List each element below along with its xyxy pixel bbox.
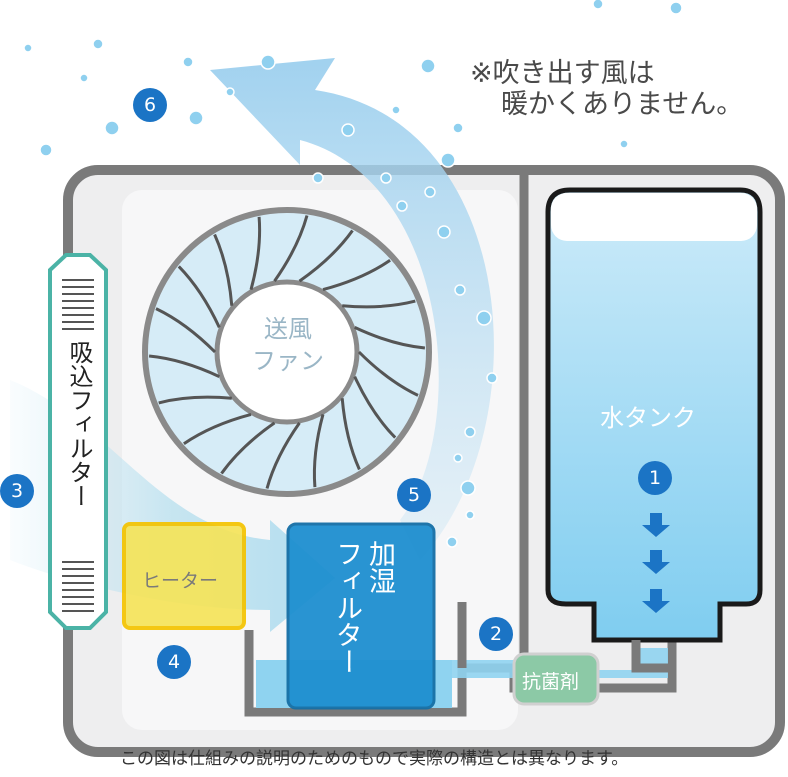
fan-blade: [357, 350, 419, 397]
antibacterial-agent: [512, 652, 600, 706]
mist-bubble: [23, 43, 33, 53]
humidify-filter: [286, 522, 436, 710]
fan-blade: [155, 307, 217, 354]
mist-bubble: [396, 200, 408, 212]
intake-filter-label: 吸込フィルター: [64, 340, 93, 508]
mist-bubble: [39, 143, 53, 157]
mist-bubble: [420, 58, 436, 74]
fan-blade: [249, 216, 262, 290]
humidify-filter-line1: 加湿: [364, 540, 395, 594]
heater-label: ヒーター: [142, 570, 219, 592]
intake-filter-lower-slats: [62, 561, 94, 612]
fan-blade: [177, 265, 221, 329]
mist-bubble: [669, 1, 683, 15]
outlet-airflow-arrow: [210, 58, 494, 560]
mist-bubble: [452, 122, 464, 134]
fan-blade: [353, 375, 397, 439]
down-arrow-icon: [642, 513, 670, 537]
water-tank: [545, 187, 763, 643]
blower-fan: [142, 207, 432, 497]
step-badge-5: 5: [397, 478, 431, 512]
mist-bubble: [460, 480, 476, 496]
down-arrow-icon: [642, 550, 670, 574]
fan-blade: [340, 398, 361, 471]
fan-label-line2: ファン: [252, 347, 324, 375]
mist-bubble: [446, 536, 458, 548]
disclaimer-caption: この図は仕組みの説明のためのもので実際の構造とは異なります。: [120, 749, 629, 769]
mist-bubble: [104, 120, 120, 136]
mist-bubble: [440, 152, 456, 168]
mist-bubble: [391, 105, 401, 115]
tank-air-space: [551, 193, 757, 241]
fan-blade: [322, 259, 391, 292]
mist-bubble: [380, 172, 392, 184]
intake-filter-text: 吸込フィルター: [65, 340, 93, 508]
mist-bubble: [486, 372, 498, 384]
mist-bubble: [465, 510, 475, 520]
step-badge-6: 6: [133, 88, 167, 122]
antibacterial-label: 抗菌剤: [522, 671, 580, 693]
step-badge-3: 3: [0, 474, 34, 508]
mist-bubble: [341, 123, 355, 137]
mist-bubble: [92, 38, 104, 50]
note-line-1: ※吹き出す風は: [470, 58, 655, 89]
fan-label: 送風 ファン: [250, 313, 326, 377]
fan-blade: [298, 229, 354, 283]
fan-blade: [183, 412, 252, 445]
mist-bubble: [454, 284, 466, 296]
step-badge-2: 2: [479, 617, 513, 651]
mist-bubble: [619, 139, 629, 149]
tank-flow-arrows: [642, 513, 670, 613]
mist-bubble: [592, 0, 604, 10]
fan-blade: [148, 354, 220, 378]
fan-blade: [354, 326, 426, 350]
intake-filter-upper-slats: [62, 279, 94, 330]
mist-bubble: [260, 54, 276, 70]
humidify-filter-label: 加湿 フィルター: [330, 540, 396, 700]
mist-bubble: [424, 186, 436, 198]
mist-bubble: [225, 87, 235, 97]
water-tank-label: 水タンク: [600, 404, 696, 432]
fan-blade: [213, 233, 234, 306]
step-badge-1: 1: [638, 461, 672, 495]
fan-blade: [312, 414, 325, 488]
mist-bubble: [453, 453, 463, 463]
fan-label-line1: 送風: [264, 315, 312, 343]
mist-bubble: [464, 426, 476, 438]
intake-filter: [48, 253, 108, 630]
humidify-filter-line2: フィルター: [331, 540, 362, 675]
mist-bubble: [437, 225, 451, 239]
warm-air-note: ※吹き出す風は 暖かくありません。: [470, 58, 743, 120]
mist-bubble: [476, 310, 492, 326]
fan-blade: [220, 421, 276, 475]
tank-outlet: [631, 640, 668, 673]
mist-bubble: [312, 172, 324, 184]
mist-bubble: [188, 110, 204, 126]
mist-bubble: [79, 73, 89, 83]
note-line-2: 暖かくありません。: [501, 89, 744, 120]
fan-blade: [158, 395, 232, 405]
fan-blade: [265, 422, 301, 489]
mist-bubbles: [23, 0, 683, 548]
step-badge-4: 4: [157, 645, 191, 679]
fan-blade: [342, 299, 416, 309]
mist-bubble: [182, 56, 194, 68]
down-arrow-icon: [642, 589, 670, 613]
heater: [122, 522, 246, 630]
fan-blade: [273, 215, 309, 282]
